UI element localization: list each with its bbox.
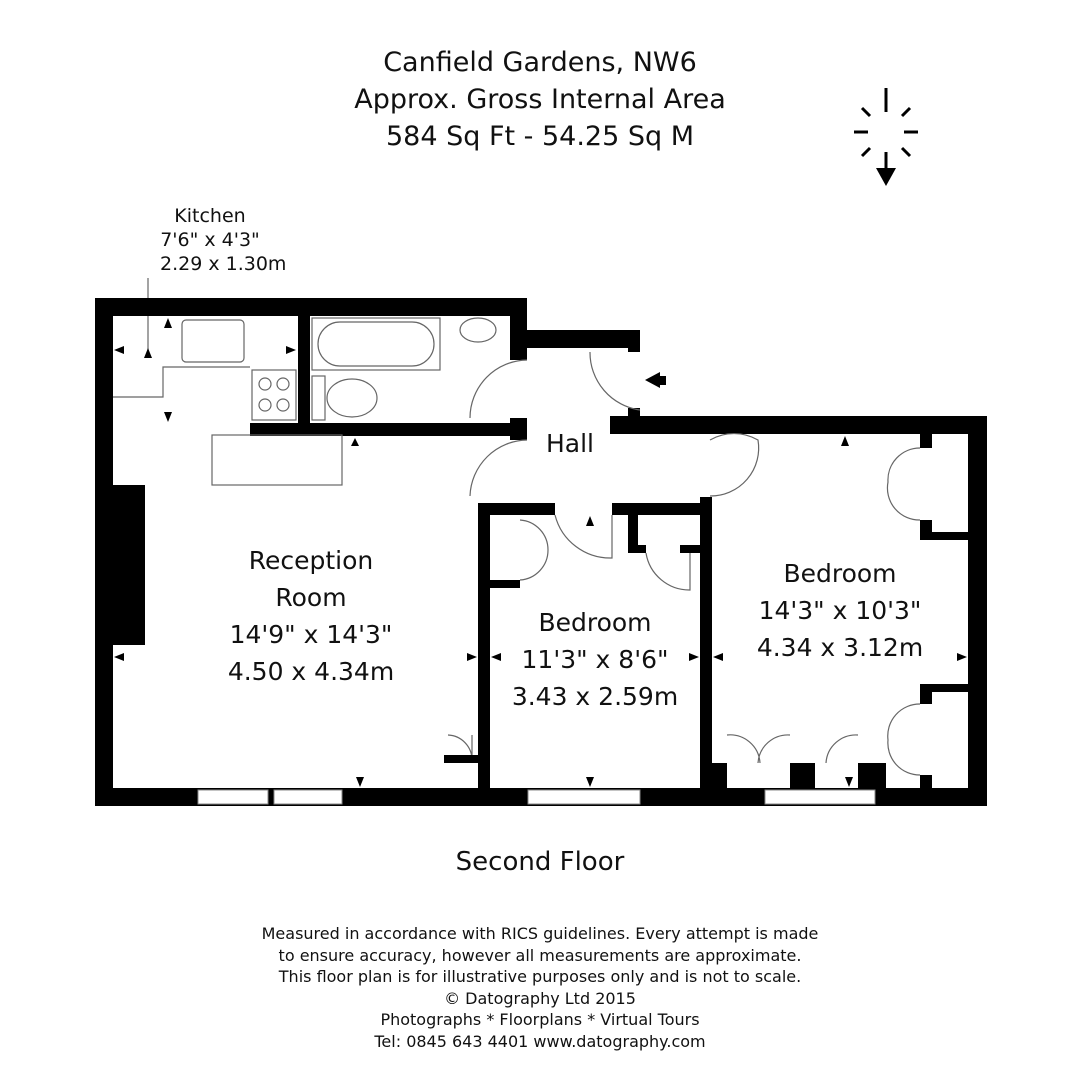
room-kitchen: Kitchen 7'6" x 4'3" 2.29 x 1.30m [160, 204, 287, 276]
room-hall: Hall [545, 429, 594, 458]
north-arrow-icon [854, 88, 918, 186]
footer-line: Tel: 0845 643 4401 www.datography.com [374, 1031, 706, 1051]
room-name: Bedroom [538, 608, 652, 637]
hob-icon [251, 369, 297, 421]
dimension-arrows [114, 318, 967, 787]
room-name: Reception [248, 546, 374, 575]
footer-line: to ensure accuracy, however all measurem… [278, 945, 802, 965]
room-imperial: 11'3" x 8'6" [521, 645, 669, 674]
toilet-icon [326, 378, 378, 418]
fixtures [113, 317, 666, 486]
bath-icon [311, 317, 441, 371]
footer-disclaimer: Measured in accordance with RICS guideli… [0, 923, 1080, 1052]
doors [444, 351, 921, 776]
room-metric: 3.43 x 2.59m [511, 682, 679, 711]
room-reception: Reception Room 14'9" x 14'3" 4.50 x 4.34… [200, 542, 422, 690]
footer-line: This floor plan is for illustrative purp… [278, 967, 802, 986]
room-metric: 4.34 x 3.12m [756, 633, 924, 662]
area-heading: Approx. Gross Internal Area [354, 84, 726, 115]
room-name-line2: Room [275, 583, 347, 612]
area-value: 584 Sq Ft - 54.25 Sq M [385, 121, 695, 152]
room-name: Kitchen [174, 205, 246, 227]
property-title: Canfield Gardens, NW6 [383, 47, 697, 78]
room-imperial: 7'6" x 4'3" [160, 229, 260, 251]
room-bedroom-1: Bedroom 11'3" x 8'6" 3.43 x 2.59m [490, 604, 700, 715]
footer-line: Photographs * Floorplans * Virtual Tours [380, 1010, 700, 1029]
basin-icon [459, 317, 497, 343]
room-imperial: 14'3" x 10'3" [758, 596, 922, 625]
room-name: Bedroom [783, 559, 897, 588]
windows [197, 789, 876, 805]
footer-line: © Datography Ltd 2015 [444, 988, 636, 1008]
sink-icon [181, 319, 245, 363]
footer-line: Measured in accordance with RICS guideli… [261, 924, 819, 943]
counter [211, 434, 343, 486]
room-bedroom-2: Bedroom 14'3" x 10'3" 4.34 x 3.12m [730, 555, 950, 666]
room-metric: 2.29 x 1.30m [160, 253, 287, 275]
floor-label: Second Floor [455, 847, 625, 877]
room-metric: 4.50 x 4.34m [227, 657, 395, 686]
room-imperial: 14'9" x 14'3" [229, 620, 393, 649]
